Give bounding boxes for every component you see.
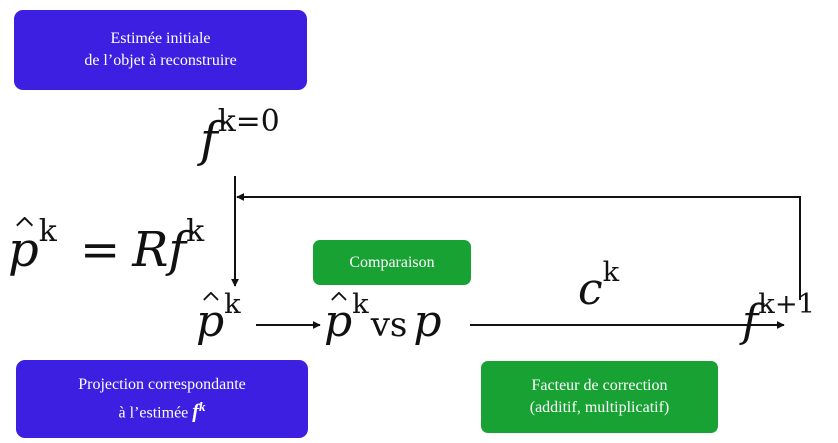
p-hat-left-base: p (196, 296, 225, 347)
p-hat-base: p (8, 222, 39, 278)
projection-line2-symbol: f (192, 400, 199, 423)
next-estimate: fk+1 (742, 291, 815, 344)
operator-r: R (132, 222, 169, 278)
hat-mark (203, 292, 220, 301)
hat-mark (331, 292, 348, 301)
projection-equation: pk =Rfk (8, 216, 204, 274)
projection-box: Projection correspondante à l’estimée fk (16, 360, 308, 438)
projection-line2-symbol-sup: k (198, 398, 206, 414)
f-next-sup: k+1 (758, 288, 816, 320)
initial-estimate-box: Estimée initiale de l’objet à reconstrui… (14, 10, 307, 90)
correction-symbol: ck (578, 259, 619, 312)
projection-line2-text: à l’estimée (118, 404, 189, 422)
f-initial-sup: k=0 (217, 103, 280, 139)
projection-line2: à l’estimée fk (119, 396, 206, 424)
correction-factor-line1: Facteur de correction (531, 377, 668, 394)
f-next-base: f (742, 296, 759, 347)
initial-estimate-line2: de l’objet à reconstruire (84, 52, 237, 69)
feedback-loop-arrow (236, 193, 801, 300)
correction-sup: k (602, 256, 620, 288)
correction-base: c (578, 264, 603, 315)
rhs-f-sup: k (186, 213, 205, 249)
compare-lhs-base: p (324, 296, 353, 347)
comparison-box: Comparaison (313, 240, 471, 285)
initial-estimate-line1: Estimée initiale (110, 30, 211, 47)
initial-estimate-symbol: fk=0 (200, 106, 280, 164)
projection-line1: Projection correspondante (78, 375, 246, 393)
measured-p: p (413, 296, 442, 347)
rhs-f: f (168, 222, 187, 278)
p-hat-sup: k (38, 213, 57, 249)
comparison-label: Comparaison (349, 253, 435, 271)
hat-mark (16, 217, 34, 227)
compare-lhs-sup: k (352, 288, 369, 320)
correction-factor-line2: (additif, multiplicatif) (529, 399, 670, 416)
correction-factor-box: Facteur de correction (additif, multipli… (481, 361, 718, 433)
vs-text: vs (370, 305, 408, 345)
p-hat-left-sup: k (224, 288, 241, 320)
equals-sign: = (80, 222, 121, 278)
projected-estimate: pk (196, 291, 241, 344)
f-initial-base: f (200, 112, 218, 168)
